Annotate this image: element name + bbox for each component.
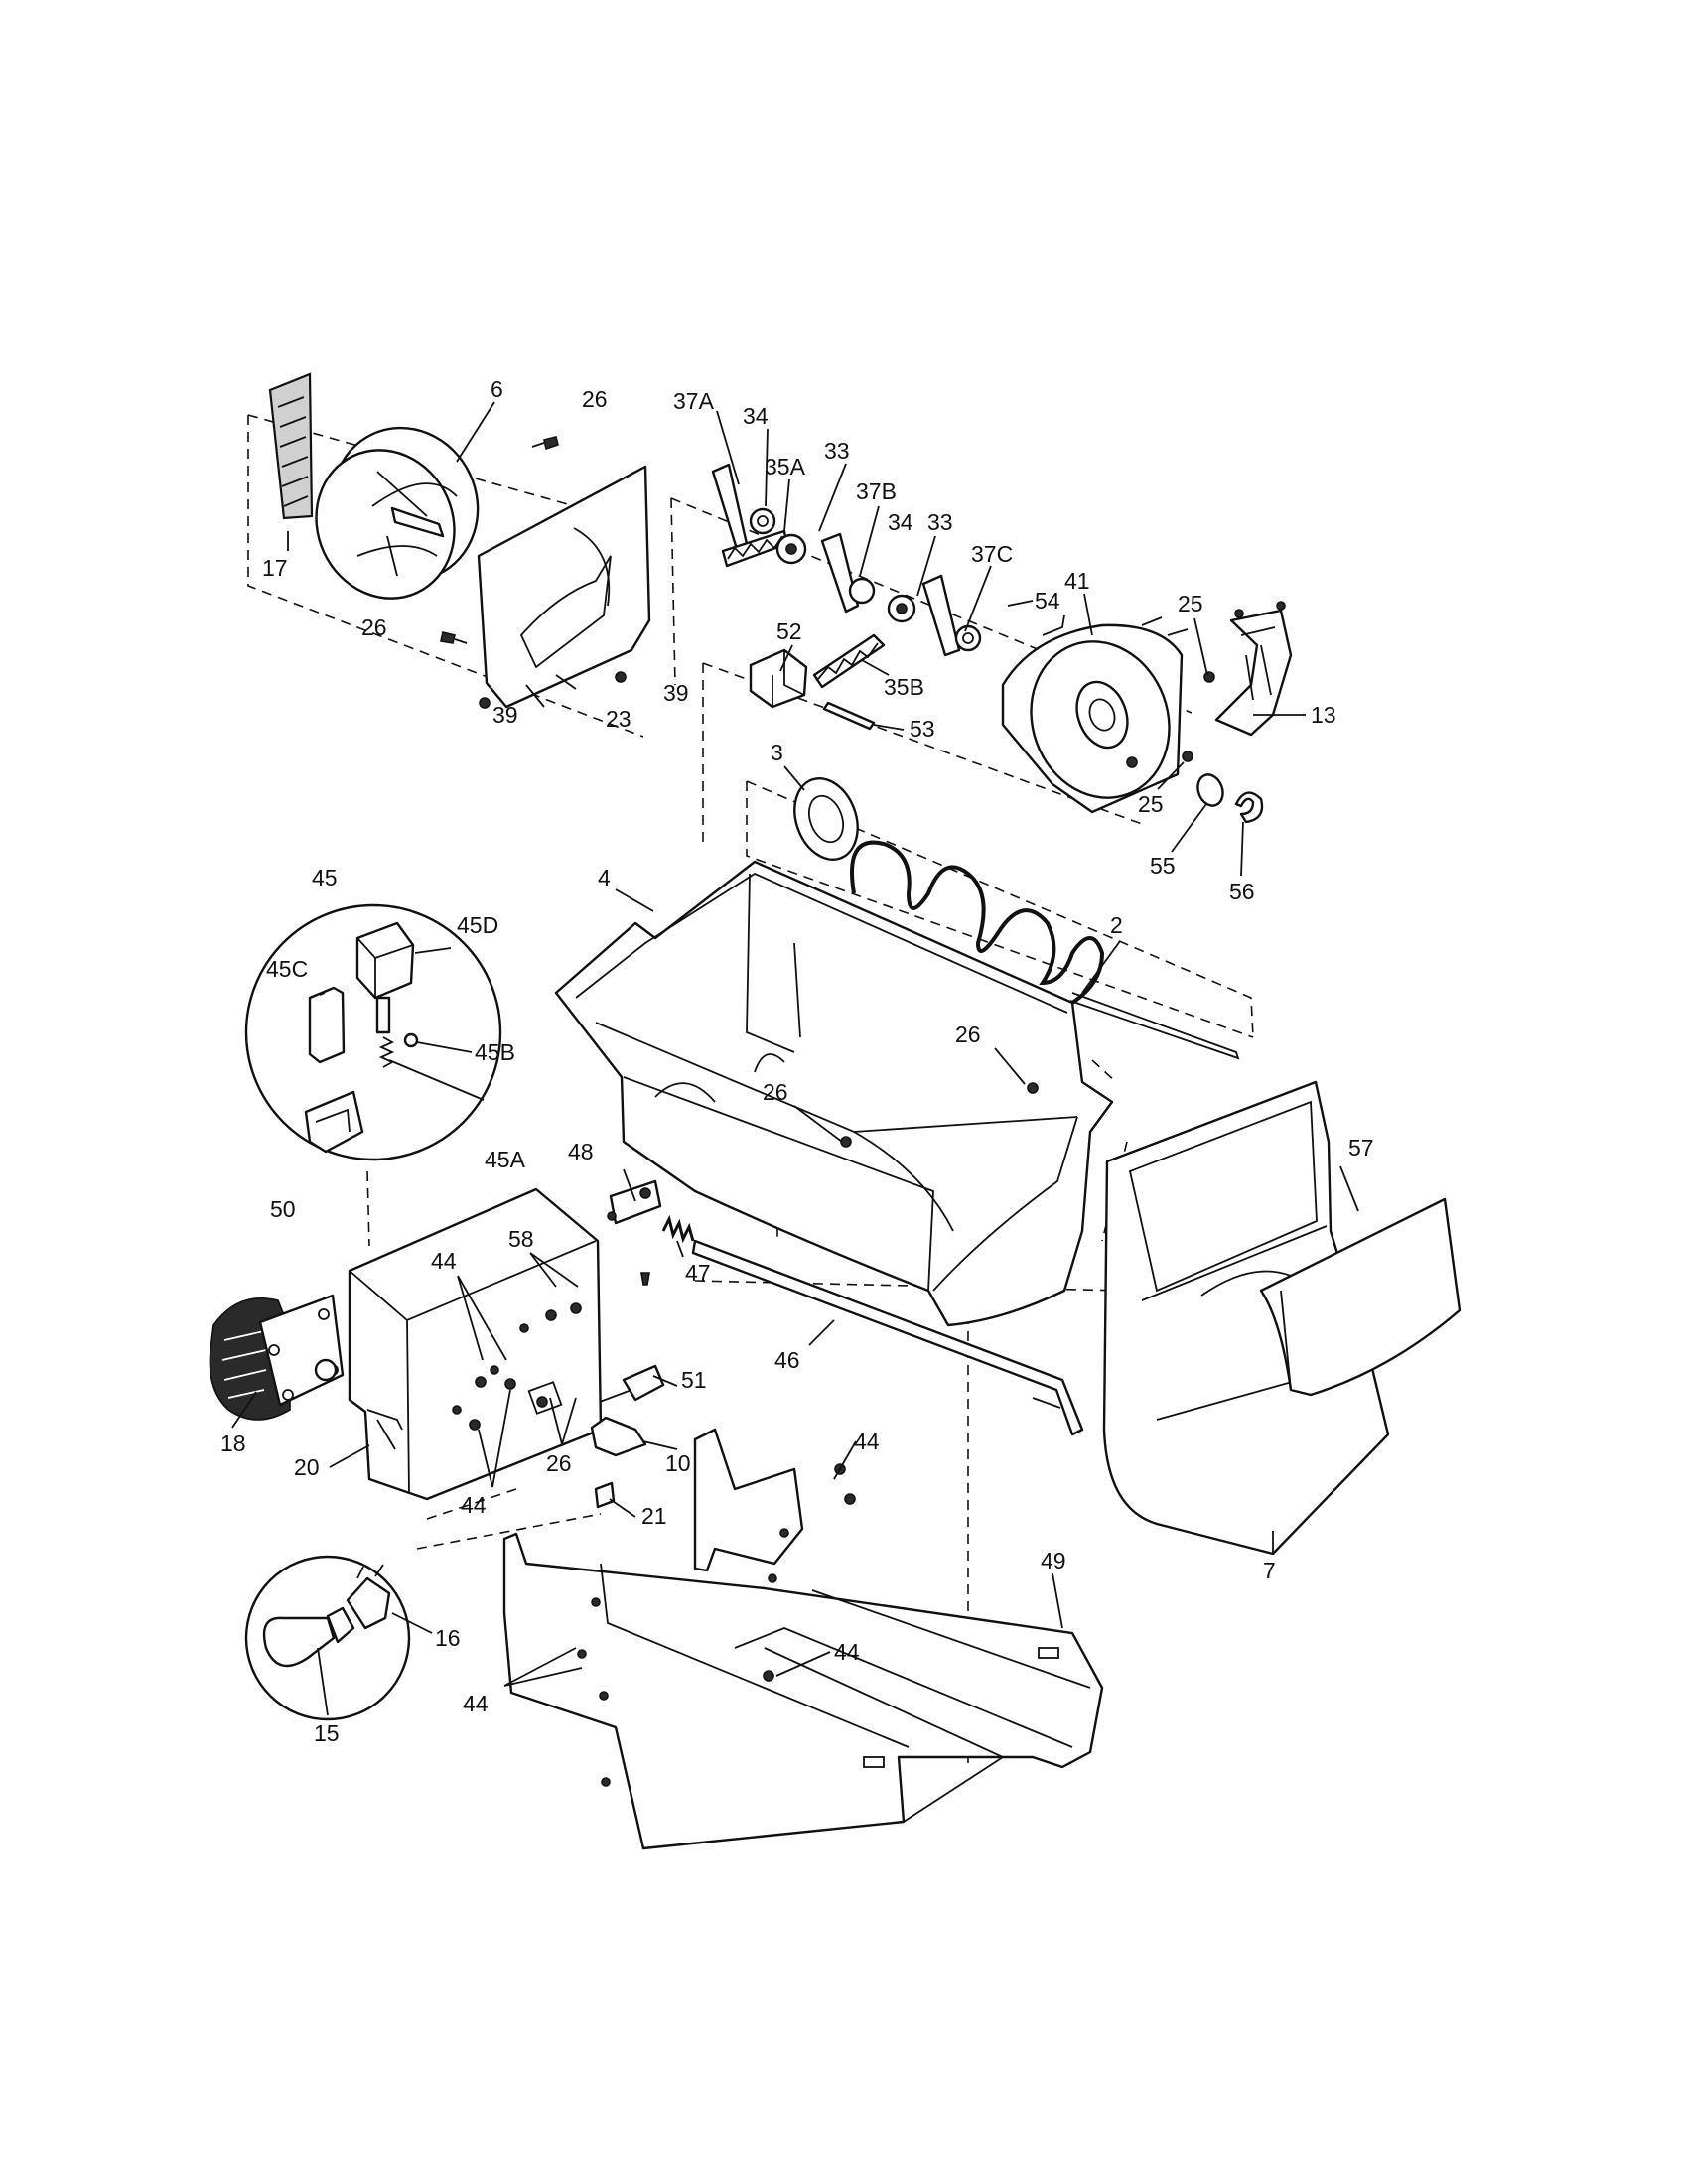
- part-2-auger: [850, 840, 1240, 1060]
- label-6: 6: [491, 376, 503, 402]
- label-48: 48: [568, 1139, 594, 1164]
- label-13: 13: [1311, 702, 1336, 728]
- label-53: 53: [910, 716, 935, 742]
- label-34: 34: [888, 509, 913, 535]
- label-26: 26: [763, 1079, 788, 1105]
- part-3-bearing: [793, 777, 859, 861]
- part-7-dispenser-front: [1102, 1080, 1390, 1556]
- label-39: 39: [492, 702, 518, 728]
- label-10: 10: [665, 1450, 691, 1476]
- part-52-actuator: [749, 648, 876, 731]
- label-21: 21: [641, 1503, 667, 1529]
- part-57-paddle: [1259, 1197, 1462, 1397]
- label-33: 33: [824, 438, 850, 464]
- label-44: 44: [431, 1248, 457, 1274]
- label-41: 41: [1064, 568, 1090, 594]
- label-39: 39: [663, 680, 689, 706]
- label-54: 54: [1035, 588, 1060, 614]
- part-21-socket: [594, 1481, 616, 1509]
- label-45B: 45B: [475, 1039, 515, 1065]
- label-35A: 35A: [765, 454, 806, 479]
- label-45D: 45D: [457, 912, 498, 938]
- part-17-filter: [268, 372, 314, 520]
- small-fasteners: [1126, 671, 1264, 824]
- label-25: 25: [1138, 791, 1164, 817]
- label-45: 45: [312, 865, 338, 890]
- label-15: 15: [314, 1720, 340, 1746]
- part-48-bracket: [607, 1179, 662, 1225]
- label-7: 7: [1263, 1558, 1276, 1583]
- part-4-ice-bucket: [554, 860, 1114, 1327]
- part-10-lever: [590, 1416, 647, 1457]
- label-26: 26: [955, 1022, 981, 1047]
- label-57: 57: [1348, 1135, 1374, 1160]
- label-33: 33: [927, 509, 953, 535]
- label-44: 44: [463, 1691, 489, 1716]
- part-49-lower-housing: [502, 1428, 1104, 1850]
- label-44: 44: [854, 1429, 880, 1454]
- label-26: 26: [582, 386, 608, 412]
- label-17: 17: [262, 555, 288, 581]
- label-35B: 35B: [884, 674, 924, 700]
- label-20: 20: [294, 1454, 320, 1480]
- leader-lines: [231, 401, 1359, 1716]
- part-47-spring: [661, 1214, 695, 1244]
- label-37C: 37C: [971, 541, 1013, 567]
- detail-15-lamp-circle: [244, 1555, 411, 1721]
- label-46: 46: [774, 1347, 800, 1373]
- label-55: 55: [1150, 853, 1176, 879]
- label-18: 18: [220, 1431, 246, 1456]
- label-26: 26: [361, 614, 387, 640]
- label-34: 34: [743, 403, 769, 429]
- part-46-rod: [640, 1239, 1084, 1436]
- part-51-switch: [599, 1364, 665, 1403]
- label-52: 52: [776, 618, 802, 644]
- part-6-fan-wheel: [315, 426, 480, 600]
- label-37A: 37A: [673, 388, 715, 414]
- label-56: 56: [1229, 879, 1255, 904]
- label-4: 4: [598, 865, 611, 890]
- label-58: 58: [508, 1226, 534, 1252]
- part-23-plate: [477, 465, 651, 709]
- label-47: 47: [685, 1260, 711, 1286]
- part-18-motor: [209, 1294, 345, 1421]
- label-45A: 45A: [485, 1147, 526, 1172]
- detail-45-circle: [244, 903, 502, 1161]
- label-51: 51: [681, 1367, 707, 1393]
- label-3: 3: [771, 740, 783, 765]
- label-44: 44: [461, 1492, 487, 1518]
- label-37B: 37B: [856, 478, 897, 504]
- part-41-housing: [1001, 614, 1189, 814]
- label-49: 49: [1041, 1548, 1066, 1573]
- part-37-cam-assembly: [711, 463, 982, 689]
- part-20-control-box: [348, 1187, 603, 1501]
- callout-labels: 17 6 26 26 39 39 23 37A 34 35A 33 37B 34…: [220, 376, 1374, 1746]
- label-16: 16: [435, 1625, 461, 1651]
- label-25: 25: [1178, 591, 1203, 616]
- label-23: 23: [606, 706, 632, 732]
- label-44: 44: [834, 1639, 860, 1665]
- screws-plate: [440, 436, 627, 709]
- label-2: 2: [1110, 912, 1123, 938]
- part-13-chute-flap: [1214, 601, 1293, 737]
- label-45C: 45C: [266, 956, 308, 982]
- label-50: 50: [270, 1196, 296, 1222]
- label-26: 26: [546, 1450, 572, 1476]
